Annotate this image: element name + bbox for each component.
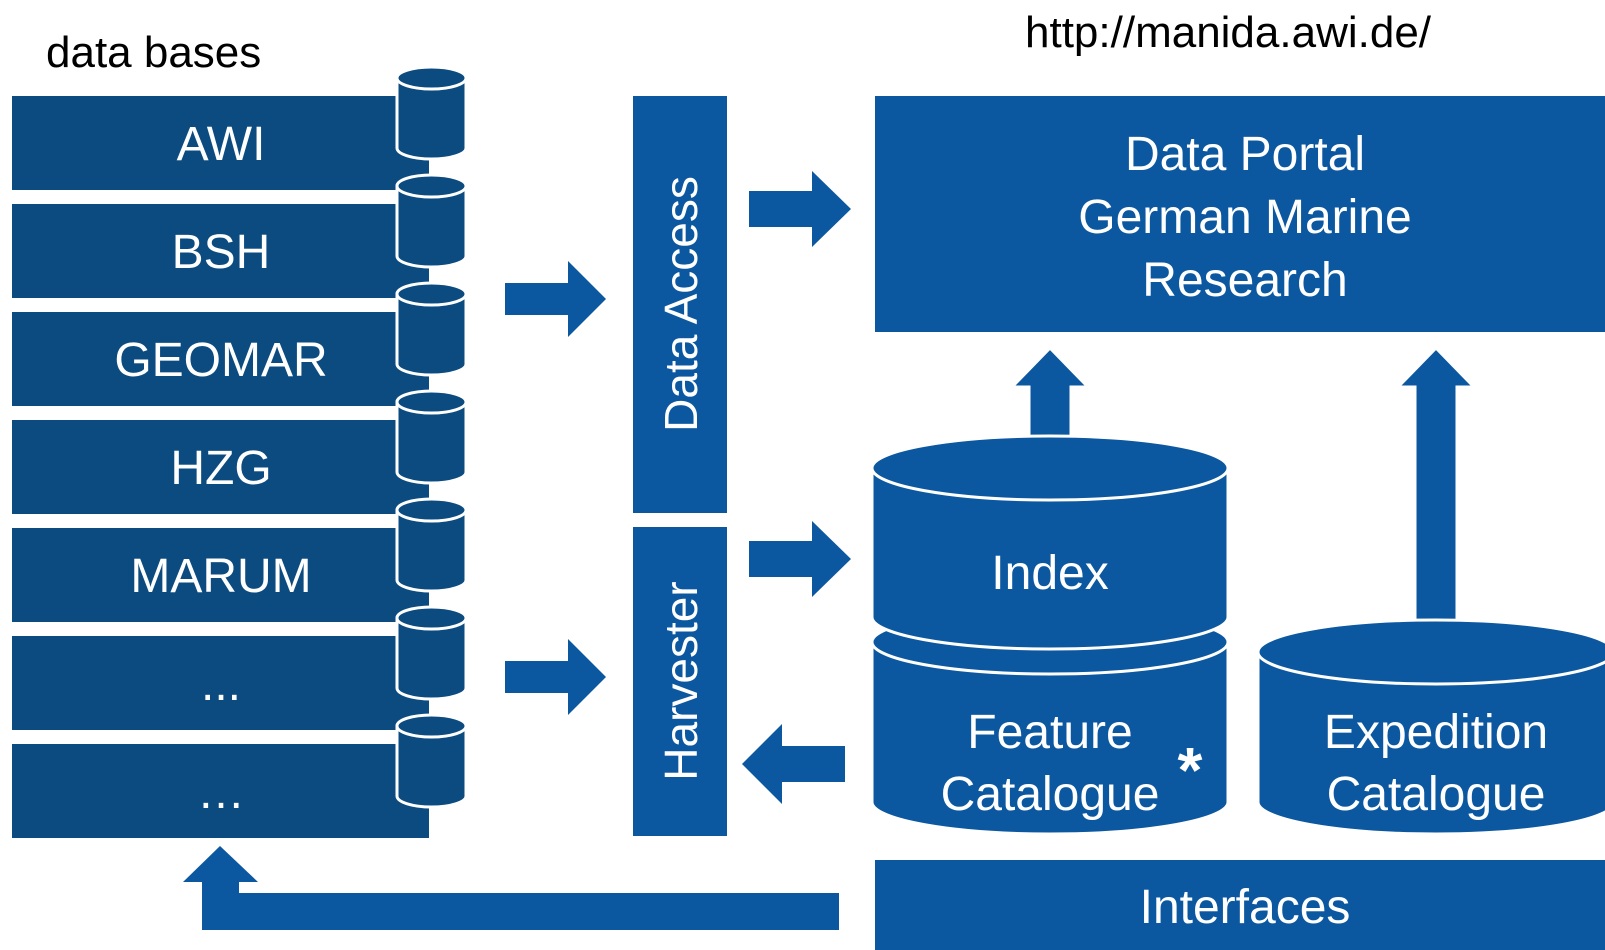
database-row: … <box>12 713 468 838</box>
database-label: … <box>197 766 245 819</box>
index-label: Index <box>991 547 1108 600</box>
database-bar <box>12 96 429 190</box>
database-bar <box>12 744 429 838</box>
arrow-db-to-data-access <box>505 261 606 337</box>
arrow-expedition-to-portal <box>1394 345 1478 654</box>
database-row: ... <box>12 605 468 730</box>
feature-catalogue-line-2: Catalogue <box>941 768 1160 821</box>
database-icon <box>395 497 468 593</box>
interfaces-box: Interfaces <box>875 860 1605 950</box>
database-label: BSH <box>172 226 271 279</box>
database-row: AWI <box>12 65 468 190</box>
portal-line-1: Data Portal <box>1125 128 1365 181</box>
database-label: AWI <box>177 118 266 171</box>
expedition-catalogue-cylinder: Expedition Catalogue <box>1256 618 1605 836</box>
feature-catalogue-asterisk: * <box>1178 734 1203 806</box>
database-label: ... <box>201 658 241 711</box>
arrow-interfaces-to-databases <box>183 846 839 930</box>
harvester-box: Harvester <box>633 527 727 836</box>
arrow-data-access-to-portal <box>749 171 851 247</box>
database-bar <box>12 312 429 406</box>
portal-line-3: Research <box>1142 254 1347 307</box>
database-row: MARUM <box>12 497 468 622</box>
database-icon <box>395 605 468 701</box>
feature-catalogue-line-1: Feature <box>967 706 1132 759</box>
database-row: HZG <box>12 389 468 514</box>
database-label: HZG <box>170 442 271 495</box>
index-cylinder: Index <box>870 434 1230 651</box>
database-label: MARUM <box>130 550 311 603</box>
database-row: GEOMAR <box>12 281 468 406</box>
database-icon <box>395 389 468 485</box>
database-list: AWI BSH GEOMAR HZG MARUM... … <box>12 65 468 838</box>
harvester-label: Harvester <box>655 581 707 780</box>
arrow-db-to-harvester <box>505 639 606 715</box>
database-bar <box>12 636 429 730</box>
portal-url: http://manida.awi.de/ <box>1025 8 1432 57</box>
database-icon <box>395 713 468 809</box>
expedition-catalogue-line-2: Catalogue <box>1327 768 1546 821</box>
database-icon <box>395 173 468 269</box>
expedition-catalogue-line-1: Expedition <box>1324 706 1548 759</box>
arrow-feature-to-harvester <box>742 724 845 804</box>
database-row: BSH <box>12 173 468 298</box>
database-bar <box>12 528 429 622</box>
arrow-harvester-to-index <box>749 521 851 597</box>
database-bar <box>12 204 429 298</box>
database-icon <box>395 65 468 161</box>
data-access-box: Data Access <box>633 96 727 513</box>
data-portal-box: Data Portal German Marine Research <box>875 96 1605 332</box>
portal-line-2: German Marine <box>1078 191 1411 244</box>
databases-heading: data bases <box>46 28 261 77</box>
data-access-label: Data Access <box>655 176 707 432</box>
interfaces-label: Interfaces <box>1140 881 1351 934</box>
database-bar <box>12 420 429 514</box>
database-icon <box>395 281 468 377</box>
database-label: GEOMAR <box>114 334 327 387</box>
